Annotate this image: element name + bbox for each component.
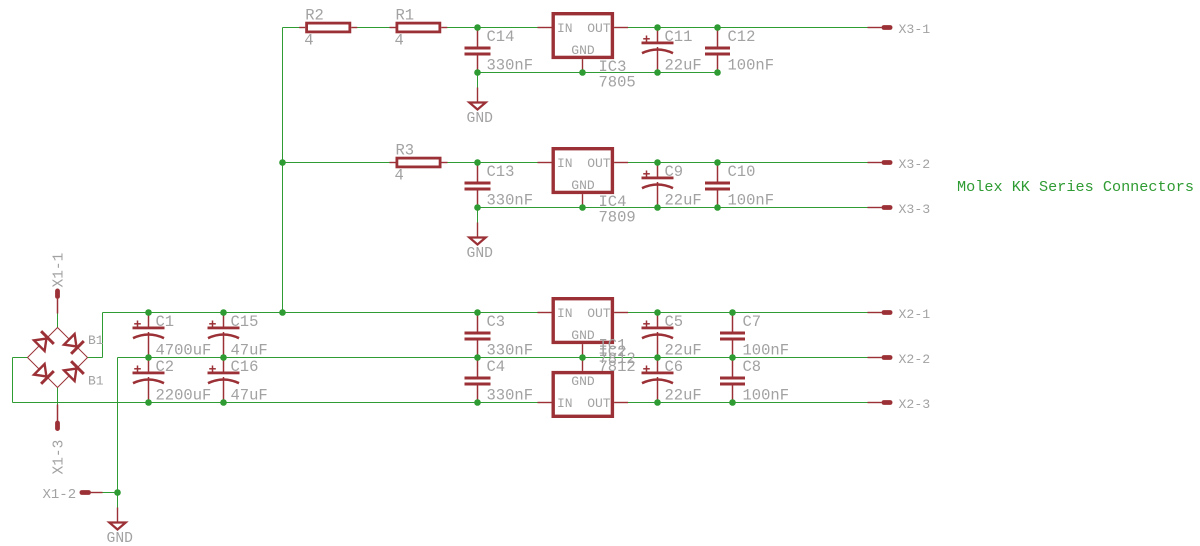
svg-text:X3-3: X3-3 [899, 202, 931, 217]
svg-text:R1: R1 [396, 7, 415, 25]
svg-text:C8: C8 [743, 358, 762, 376]
svg-text:OUT: OUT [587, 396, 611, 411]
svg-text:4: 4 [304, 32, 313, 50]
svg-text:C16: C16 [231, 358, 259, 376]
svg-text:X1-3: X1-3 [52, 440, 68, 475]
svg-text:IN: IN [557, 21, 573, 36]
svg-text:IN: IN [557, 156, 573, 171]
svg-text:330nF: 330nF [487, 57, 534, 75]
svg-text:GND: GND [571, 374, 595, 389]
svg-text:330nF: 330nF [487, 387, 534, 405]
svg-text:100nF: 100nF [743, 342, 790, 360]
svg-text:22uF: 22uF [665, 342, 702, 360]
svg-text:B1: B1 [88, 374, 104, 389]
svg-text:X2-2: X2-2 [899, 352, 931, 367]
svg-text:C9: C9 [665, 163, 684, 181]
svg-text:C15: C15 [231, 313, 259, 331]
svg-text:4700uF: 4700uF [156, 342, 212, 360]
svg-text:C2: C2 [156, 358, 175, 376]
svg-text:7812: 7812 [599, 358, 636, 376]
svg-text:2200uF: 2200uF [156, 387, 212, 405]
svg-text:GND: GND [107, 531, 134, 546]
svg-text:R2: R2 [305, 7, 324, 25]
svg-text:OUT: OUT [587, 21, 611, 36]
svg-text:GND: GND [571, 328, 595, 343]
svg-text:22uF: 22uF [665, 57, 702, 75]
svg-text:100nF: 100nF [743, 387, 790, 405]
svg-text:4: 4 [395, 167, 404, 185]
svg-text:IC4: IC4 [599, 193, 627, 211]
svg-text:7805: 7805 [599, 74, 636, 92]
svg-text:Molex KK Series Connectors: Molex KK Series Connectors [957, 178, 1194, 196]
svg-text:X3-2: X3-2 [899, 157, 931, 172]
svg-text:C1: C1 [156, 313, 175, 331]
svg-text:GND: GND [571, 43, 595, 58]
svg-text:IC1: IC1 [599, 337, 627, 355]
svg-text:IN: IN [557, 396, 573, 411]
svg-text:R3: R3 [396, 142, 415, 160]
svg-text:22uF: 22uF [665, 387, 702, 405]
svg-text:C13: C13 [487, 163, 515, 181]
svg-text:4: 4 [395, 32, 404, 50]
svg-text:C10: C10 [728, 163, 756, 181]
svg-text:100nF: 100nF [728, 57, 775, 75]
svg-text:C5: C5 [665, 313, 684, 331]
svg-text:47uF: 47uF [231, 342, 268, 360]
svg-text:OUT: OUT [587, 156, 611, 171]
svg-text:GND: GND [467, 246, 494, 262]
svg-text:C7: C7 [743, 313, 762, 331]
svg-text:C4: C4 [487, 358, 506, 376]
svg-text:C3: C3 [487, 313, 506, 331]
svg-text:GND: GND [467, 111, 494, 127]
svg-text:330nF: 330nF [487, 192, 534, 210]
svg-text:X1-1: X1-1 [52, 253, 68, 288]
svg-text:IN: IN [557, 306, 573, 321]
svg-text:47uF: 47uF [231, 387, 268, 405]
svg-text:C11: C11 [665, 28, 693, 46]
svg-text:100nF: 100nF [728, 192, 775, 210]
svg-text:7812: 7812 [599, 350, 636, 368]
svg-text:22uF: 22uF [665, 192, 702, 210]
svg-text:C12: C12 [728, 28, 756, 46]
svg-text:IC3: IC3 [599, 58, 627, 76]
svg-text:7809: 7809 [599, 209, 636, 227]
svg-text:X1-2: X1-2 [43, 487, 77, 503]
svg-text:C14: C14 [487, 28, 515, 46]
svg-text:OUT: OUT [587, 306, 611, 321]
svg-text:B1: B1 [88, 333, 104, 348]
svg-text:X2-1: X2-1 [899, 307, 931, 322]
svg-text:C6: C6 [665, 358, 684, 376]
svg-text:X3-1: X3-1 [899, 22, 931, 37]
svg-text:IC2: IC2 [599, 343, 627, 361]
svg-text:X2-3: X2-3 [899, 397, 931, 412]
svg-text:GND: GND [571, 178, 595, 193]
svg-text:330nF: 330nF [487, 342, 534, 360]
